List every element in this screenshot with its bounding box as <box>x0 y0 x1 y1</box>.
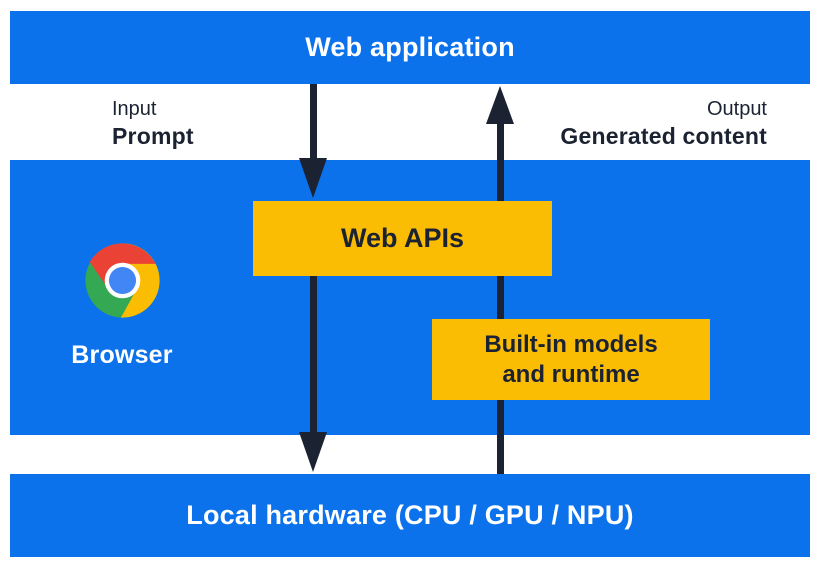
local-hardware-bar: Local hardware (CPU / GPU / NPU) <box>10 474 810 557</box>
chrome-logo-icon <box>85 243 160 318</box>
down-arrowhead-bottom <box>299 432 327 472</box>
down-arrow-line-upper <box>310 84 317 162</box>
output-label-block: Output Generated content <box>560 97 767 150</box>
builtin-models-label-line2: and runtime <box>502 360 640 388</box>
builtin-models-box: Built-in models and runtime <box>432 319 710 400</box>
input-title: Input <box>112 98 157 120</box>
web-application-label: Web application <box>305 32 515 62</box>
output-title: Output <box>706 98 767 120</box>
web-apis-box: Web APIs <box>253 201 552 276</box>
chrome-logo-blue-center <box>108 266 137 295</box>
builtin-models-label-line1: Built-in models <box>484 330 658 358</box>
up-arrowhead-top <box>486 86 514 124</box>
up-arrow-line <box>497 120 504 474</box>
web-application-bar: Web application <box>10 11 810 84</box>
down-arrowhead-mid <box>299 158 327 198</box>
browser-label: Browser <box>71 341 173 369</box>
web-apis-label: Web APIs <box>340 223 465 253</box>
input-value: Prompt <box>112 123 194 149</box>
local-hardware-label: Local hardware (CPU / GPU / NPU) <box>186 500 634 530</box>
down-arrow-line-lower <box>310 276 317 436</box>
input-label-block: Input Prompt <box>112 97 194 150</box>
output-value: Generated content <box>560 123 767 149</box>
